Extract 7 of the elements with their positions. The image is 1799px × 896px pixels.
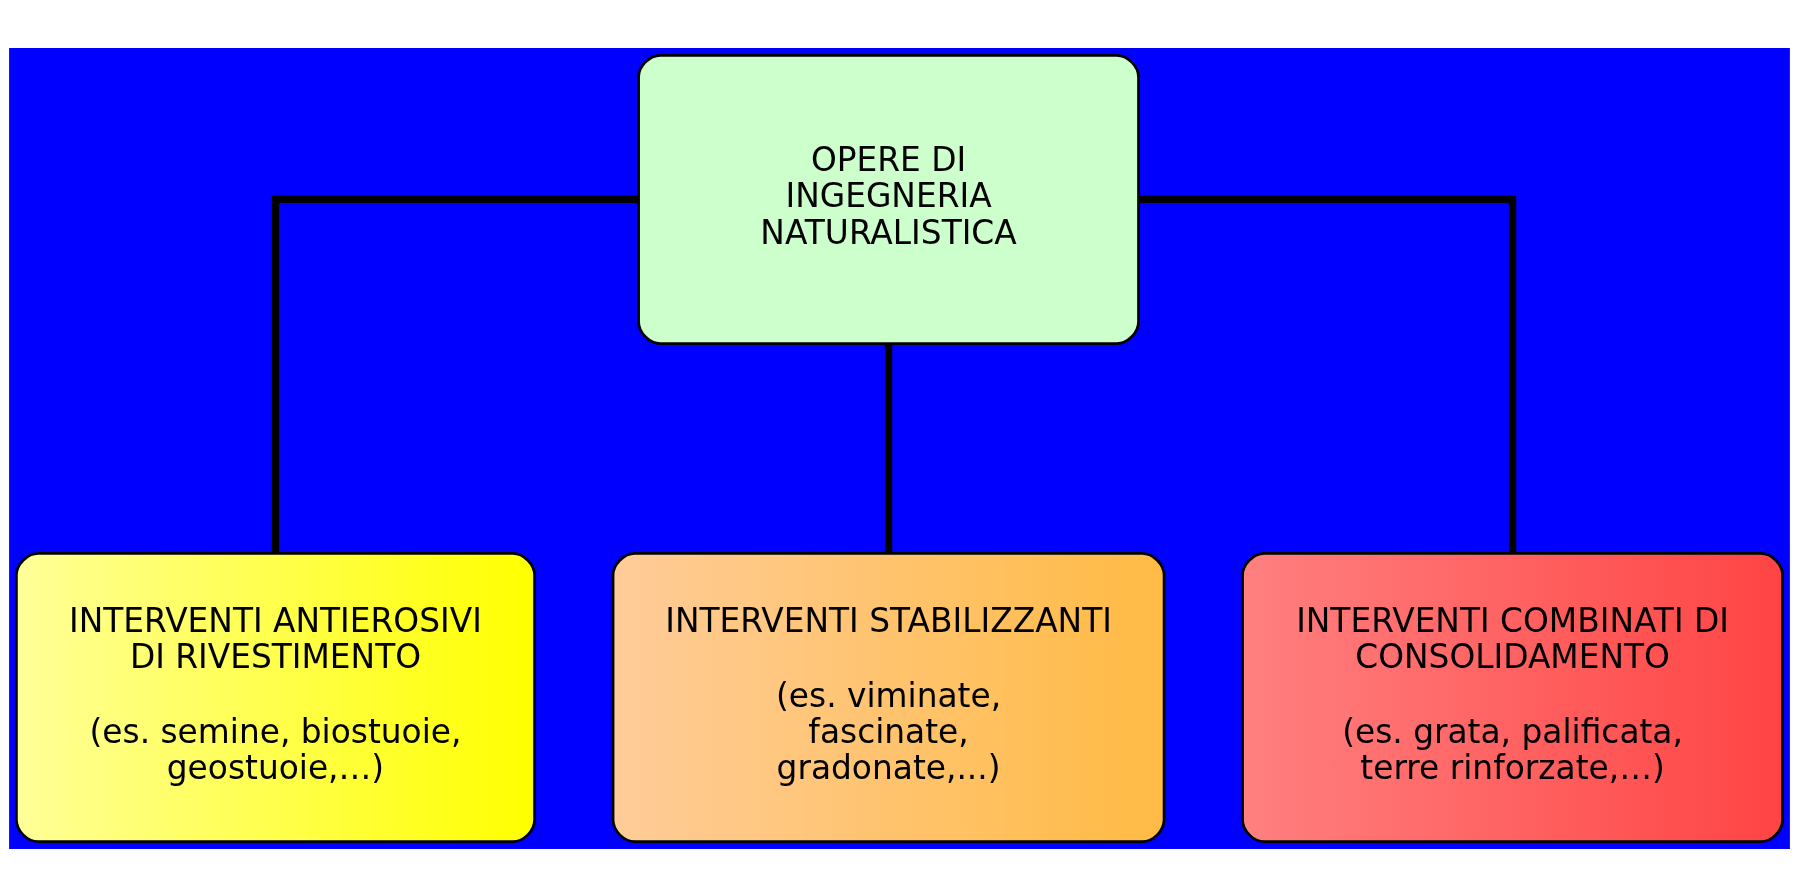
- connector: [884, 343, 893, 553]
- node-box: OPERE DI INGEGNERIA NATURALISTICA: [637, 53, 1140, 345]
- connector: [1138, 195, 1517, 553]
- node-box: INTERVENTI STABILIZZANTI (es. viminate, fascinate, gradonate,...): [611, 551, 1166, 843]
- connector: [271, 195, 639, 553]
- node-box: INTERVENTI COMBINATI DI CONSOLIDAMENTO (es. grata, palificata, terre rinforzate,…): [1241, 551, 1784, 843]
- node-box: INTERVENTI ANTIEROSIVI DI RIVESTIMENTO (es. semine, biostuoie, geostuoie,…): [15, 551, 536, 843]
